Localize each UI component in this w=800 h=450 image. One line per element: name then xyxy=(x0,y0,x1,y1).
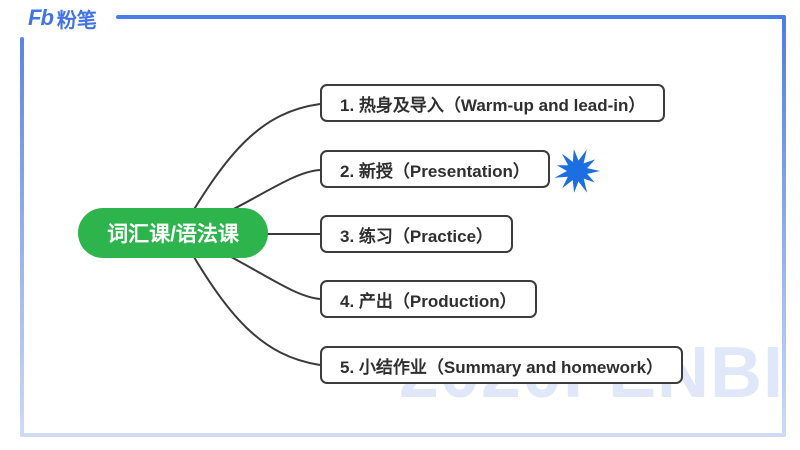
branch-node-production: 4. 产出（Production） xyxy=(320,280,537,318)
branch-node-summary-homework: 5. 小结作业（Summary and homework） xyxy=(320,346,684,384)
branch-label: 2. 新授（Presentation） xyxy=(340,161,530,181)
branch-label: 1. 热身及导入（Warm-up and lead-in） xyxy=(340,95,646,115)
branch-label: 4. 产出（Production） xyxy=(340,291,517,311)
fenbi-logo-wordmark: 粉笔 xyxy=(56,9,97,32)
frame-top-line xyxy=(116,15,786,19)
fenbi-logo-mark-icon: Fb xyxy=(28,5,54,30)
starburst-icon xyxy=(554,149,601,193)
branch-node-practice: 3. 练习（Practice） xyxy=(320,215,514,253)
frame-right-line xyxy=(782,15,786,437)
branch-node-presentation: 2. 新授（Presentation） xyxy=(320,150,550,188)
branch-label: 5. 小结作业（Summary and homework） xyxy=(340,357,664,377)
root-node-vocab-grammar-class: 词汇课/语法课 xyxy=(78,208,268,258)
branch-node-warm-up: 1. 热身及导入（Warm-up and lead-in） xyxy=(320,84,666,122)
branch-label: 3. 练习（Practice） xyxy=(340,226,494,246)
frame-bottom-line xyxy=(20,433,786,437)
frame-left-line xyxy=(20,37,24,437)
connector-branch-5 xyxy=(179,232,321,366)
fenbi-logo: Fb 粉笔 xyxy=(28,5,97,32)
root-node-label: 词汇课/语法课 xyxy=(107,223,239,246)
connector-branch-1 xyxy=(179,103,321,234)
